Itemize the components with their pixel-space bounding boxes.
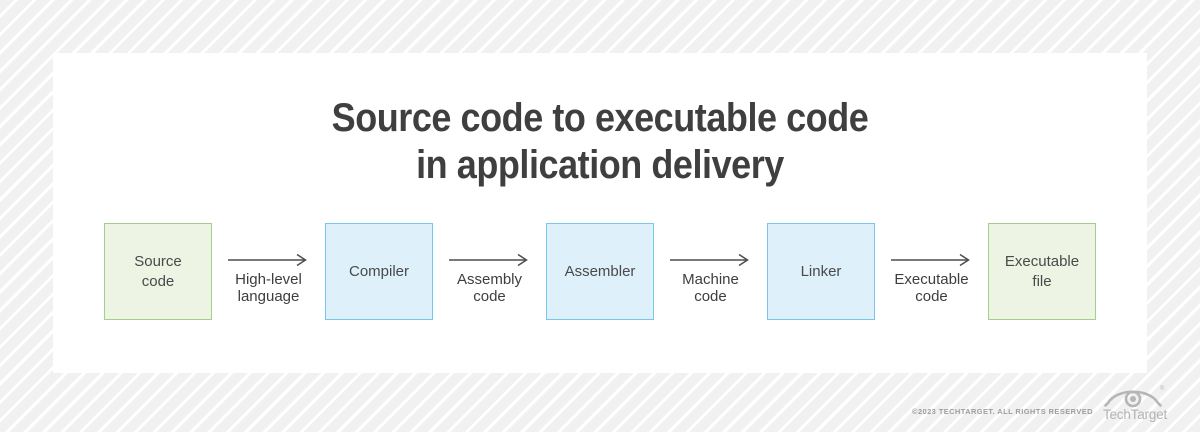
title-line-2: in application delivery: [416, 143, 784, 187]
node-source-code: Source code: [104, 223, 212, 320]
right-arrow-icon: [669, 253, 749, 267]
node-executable-file: Executable file: [988, 223, 1096, 320]
node-linker: Linker: [767, 223, 875, 320]
node-label: Executable file: [1004, 253, 1080, 290]
node-label: Linker: [800, 262, 842, 280]
connector-executable-code: Executable code: [875, 223, 988, 305]
node-label: Compiler: [348, 262, 409, 280]
node-label: Assembler: [564, 262, 636, 280]
techtarget-logo: ® TechTarget: [1103, 383, 1167, 422]
connector-label: Executable code: [894, 271, 969, 305]
node-label: Source code: [134, 253, 182, 290]
title-line-1: Source code to executable code: [331, 96, 869, 140]
right-arrow-icon: [448, 253, 528, 267]
connector-label: Machine code: [682, 271, 739, 305]
copyright-text: ©2023 TECHTARGET. ALL RIGHTS RESERVED: [912, 407, 1093, 416]
connector-assembly-code: Assembly code: [433, 223, 546, 305]
eye-icon: ®: [1104, 385, 1165, 408]
right-arrow-icon: [227, 253, 307, 267]
logo-text: TechTarget: [1102, 407, 1167, 422]
connector-label: High-level language: [235, 271, 302, 305]
registered-mark: ®: [1160, 385, 1165, 392]
connector-high-level-language: High-level language: [212, 223, 325, 305]
connector-machine-code: Machine code: [654, 223, 767, 305]
node-assembler: Assembler: [546, 223, 654, 320]
flow-diagram: Source code High-level language Compiler…: [53, 223, 1147, 320]
footer: ©2023 TECHTARGET. ALL RIGHTS RESERVED ® …: [912, 383, 1167, 422]
right-arrow-icon: [890, 253, 970, 267]
node-compiler: Compiler: [325, 223, 433, 320]
connector-label: Assembly code: [456, 271, 523, 305]
